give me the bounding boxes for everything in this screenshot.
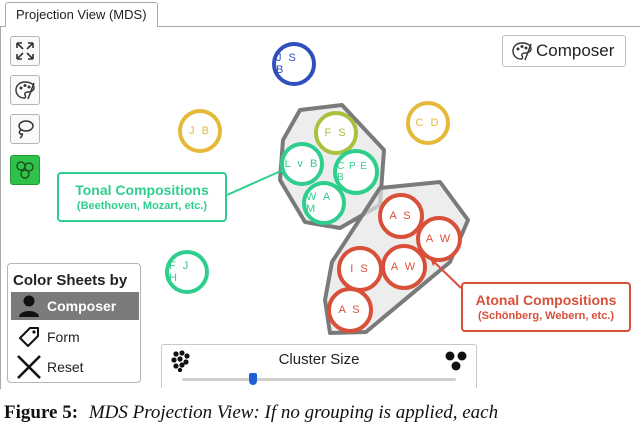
- palette-button[interactable]: [10, 75, 40, 105]
- caption-text: MDS Projection View: If no grouping is a…: [88, 402, 499, 423]
- cluster-size-label: Cluster Size: [278, 351, 360, 368]
- cluster-size-thumb[interactable]: [249, 373, 258, 385]
- composer-button[interactable]: Composer: [502, 35, 626, 67]
- expand-button[interactable]: [10, 36, 40, 66]
- node-wam[interactable]: W A M: [302, 181, 346, 225]
- color-sheets-legend: Color Sheets by Composer Form Reset: [7, 263, 141, 383]
- many-clusters-icon: [171, 350, 190, 372]
- legend-title: Color Sheets by: [13, 272, 128, 289]
- cluster-size-track[interactable]: [182, 378, 456, 381]
- expand-icon: [16, 42, 34, 60]
- atonal-callout-subtitle: (Schönberg, Webern, etc.): [477, 310, 615, 322]
- cluster-size-control: Cluster Size: [161, 344, 477, 388]
- tonal-callout-subtitle: (Beethoven, Mozart, etc.): [76, 200, 208, 212]
- lasso-button[interactable]: [10, 114, 40, 144]
- lasso-icon: [18, 120, 34, 139]
- legend-label-composer: Composer: [47, 298, 117, 314]
- node-cd[interactable]: C D: [406, 101, 450, 145]
- legend-item-reset[interactable]: Reset: [11, 353, 139, 381]
- caption-label: Figure 5:: [4, 402, 79, 423]
- atonal-callout: Atonal Compositions (Schönberg, Webern, …: [461, 282, 631, 332]
- palette-icon: [15, 81, 35, 100]
- figure-caption: Figure 5: MDS Projection View: If no gro…: [4, 402, 498, 424]
- tab-projection-view[interactable]: Projection View (MDS): [5, 2, 158, 27]
- composer-button-label: Composer: [536, 41, 615, 60]
- sheets-icon: [16, 161, 34, 179]
- node-jsb[interactable]: J S B: [272, 42, 316, 86]
- node-cpeb[interactable]: C P E B: [333, 149, 379, 195]
- node-aw-2[interactable]: A W: [381, 244, 427, 290]
- palette-icon: [512, 42, 532, 61]
- few-clusters-icon: [445, 351, 467, 371]
- legend-label-reset: Reset: [47, 359, 84, 375]
- node-is[interactable]: I S: [337, 246, 383, 292]
- atonal-callout-title: Atonal Compositions: [475, 292, 617, 308]
- node-as-2[interactable]: A S: [327, 287, 373, 333]
- legend-label-form: Form: [47, 329, 80, 345]
- person-icon: [19, 295, 39, 317]
- close-icon: [17, 355, 41, 379]
- tonal-callout-title: Tonal Compositions: [75, 182, 209, 198]
- tag-icon: [19, 327, 39, 347]
- node-jb[interactable]: J B: [178, 109, 222, 153]
- node-fs[interactable]: F S: [314, 111, 358, 155]
- legend-item-form[interactable]: Form: [11, 323, 139, 351]
- node-fjh[interactable]: F J H: [165, 250, 209, 294]
- node-lvb[interactable]: L v B: [280, 142, 324, 186]
- tonal-callout: Tonal Compositions (Beethoven, Mozart, e…: [57, 172, 227, 222]
- legend-item-composer[interactable]: Composer: [11, 292, 139, 320]
- color-sheets-button[interactable]: [10, 155, 40, 185]
